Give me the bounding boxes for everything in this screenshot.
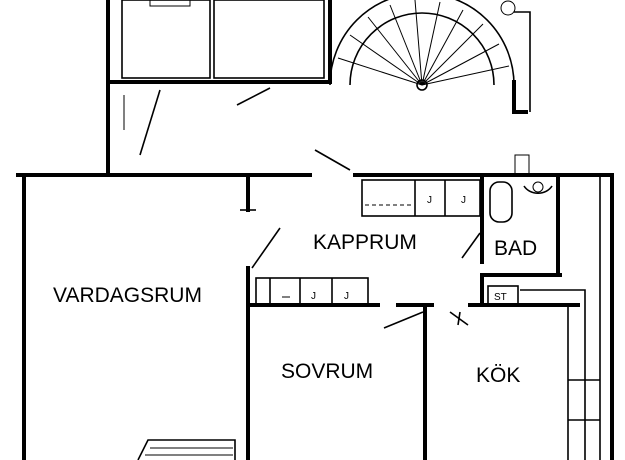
door-swings xyxy=(251,227,481,329)
room-label-vardagsrum: VARDAGSRUM xyxy=(53,284,202,307)
wardrobe-bottom: J J xyxy=(255,277,369,305)
stairwell-area xyxy=(106,0,531,177)
wardrobe-mark: J xyxy=(311,291,316,302)
room-label-sovrum: SOVRUM xyxy=(281,360,373,383)
room-label-kapprum: KAPPRUM xyxy=(313,231,417,254)
room-label-kok: KÖK xyxy=(476,364,520,387)
spiral-staircase xyxy=(329,0,516,91)
bathroom-fixtures: ST xyxy=(487,154,553,306)
interior-walls xyxy=(240,173,600,460)
wardrobe-mark: J xyxy=(461,195,466,206)
living-room-stairs xyxy=(137,439,236,460)
room-label-bad: BAD xyxy=(494,237,537,260)
wardrobe-mark: J xyxy=(427,195,432,206)
wardrobe-top: J J xyxy=(361,179,481,217)
outer-walls xyxy=(16,173,614,460)
wardrobe-mark: J xyxy=(344,291,349,302)
st-mark: ST xyxy=(494,292,507,303)
